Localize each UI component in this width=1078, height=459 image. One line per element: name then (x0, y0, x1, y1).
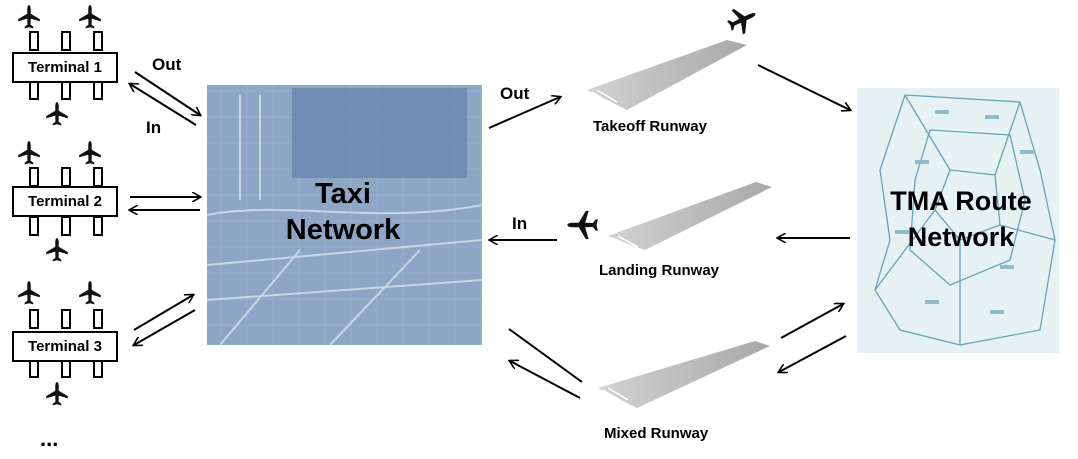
terminal-3-group (18, 281, 103, 406)
landing-runway-graphic (608, 182, 772, 250)
plane-icon (18, 5, 40, 29)
plane-icon (723, 1, 761, 39)
plane-icon (79, 281, 101, 305)
terminal-1-group (18, 5, 103, 126)
terminal-2-box: Terminal 2 (12, 186, 118, 217)
taxi-network-title-line1: Taxi (315, 178, 371, 210)
arrow-mixed-to-tma (780, 304, 843, 339)
flow-arrows (130, 64, 850, 399)
terminal-out-label: Out (152, 55, 182, 74)
landing-runway-label: Landing Runway (599, 262, 719, 279)
plane-icon (18, 141, 40, 165)
arrow-terminal3-out (133, 295, 193, 331)
arrow-terminal3-in (134, 309, 196, 345)
tma-network-title: TMA Route Network (880, 183, 1042, 255)
mixed-runway-label: Mixed Runway (604, 425, 709, 442)
plane-icon (79, 5, 101, 29)
tma-network-title-line1: TMA Route (890, 186, 1032, 216)
terminal-3-box: Terminal 3 (12, 331, 118, 362)
takeoff-runway-graphic (587, 40, 747, 110)
arrow-mixed-to-taxi (510, 361, 581, 399)
arrow-tma-to-mixed (779, 335, 847, 372)
plane-icon (46, 238, 68, 262)
plane-icon (567, 210, 598, 240)
more-terminals-ellipsis: ... (40, 426, 59, 451)
terminal-in-label: In (146, 118, 162, 137)
arrow-terminal1-in (130, 84, 197, 126)
plane-icon (46, 382, 68, 406)
terminal-1-box: Terminal 1 (12, 52, 118, 83)
mixed-runway-graphic (598, 341, 770, 408)
arrow-taxi-to-mixed (508, 328, 583, 383)
taxi-out-label: Out (500, 84, 530, 103)
arrow-taxi-to-takeoff (488, 97, 560, 129)
arrow-terminal1-out (134, 71, 200, 115)
tma-network-title-line2: Network (907, 222, 1015, 252)
arrow-takeoff-to-tma (757, 64, 850, 110)
terminal-2-group (18, 141, 103, 262)
runway-in-label: In (512, 214, 528, 233)
tma-network-image (857, 88, 1059, 353)
taxi-network-title: Taxi Network (268, 176, 418, 248)
plane-icon (46, 102, 68, 126)
plane-icon (18, 281, 40, 305)
plane-icon (79, 141, 101, 165)
takeoff-runway-label: Takeoff Runway (593, 118, 707, 135)
taxi-network-image (206, 85, 483, 346)
taxi-network-title-line2: Network (285, 214, 401, 246)
